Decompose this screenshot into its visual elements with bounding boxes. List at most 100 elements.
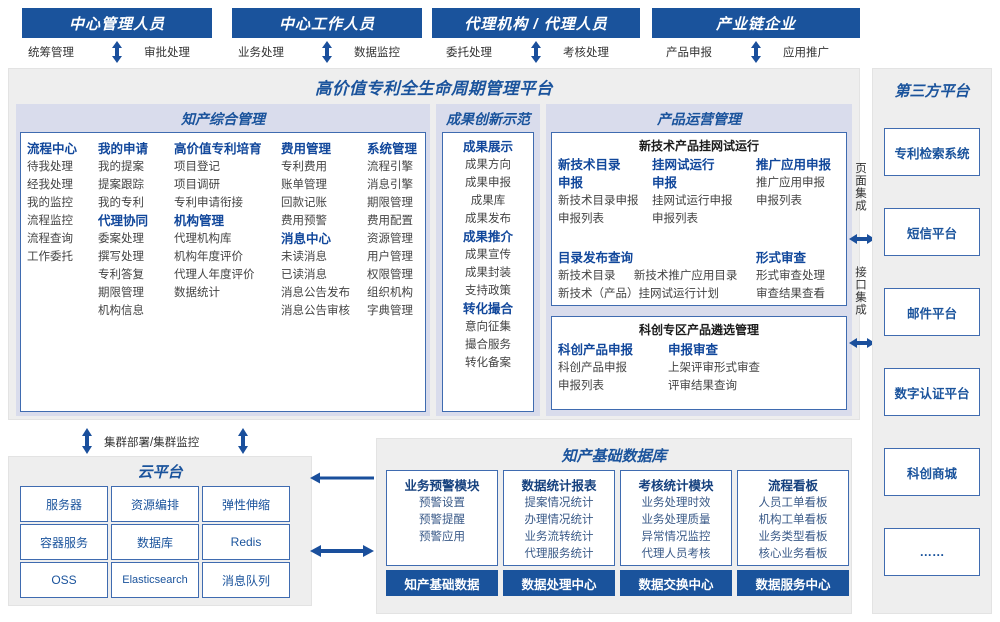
leaf-item[interactable]: 预警提醒	[419, 514, 465, 526]
group-head[interactable]: 费用管理	[281, 142, 332, 156]
group-head[interactable]: 系统管理	[367, 142, 418, 156]
db-footer[interactable]: 数据交换中心	[620, 570, 732, 596]
leaf-item[interactable]: 权限管理	[367, 269, 413, 281]
leaf-item[interactable]: 提案跟踪	[98, 179, 144, 191]
leaf-item[interactable]: 挂网试运行申报	[652, 195, 733, 207]
leaf-item[interactable]: 组织机构	[367, 287, 413, 299]
leaf-item[interactable]: 专利费用	[281, 161, 327, 173]
leaf-item[interactable]: 成果宣传	[465, 249, 511, 261]
cloud-cell[interactable]: Redis	[202, 524, 290, 560]
leaf-item[interactable]: 人员工单看板	[758, 497, 828, 509]
leaf-item[interactable]: 期限管理	[367, 197, 413, 209]
leaf-item[interactable]: 办理情况统计	[524, 514, 594, 526]
db-footer[interactable]: 数据服务中心	[737, 570, 849, 596]
cloud-cell[interactable]: 消息队列	[202, 562, 290, 598]
group-head[interactable]: 成果推介	[462, 230, 513, 244]
leaf-item[interactable]: 代理服务统计	[524, 548, 594, 560]
leaf-item[interactable]: 支持政策	[465, 285, 511, 297]
group-head[interactable]: 挂网试运行申报	[652, 158, 715, 190]
leaf-item[interactable]: 成果库	[470, 195, 506, 207]
group-head[interactable]: 成果展示	[462, 140, 513, 154]
leaf-item[interactable]: 业务处理质量	[641, 514, 711, 526]
leaf-item[interactable]: 撰写处理	[98, 251, 144, 263]
cloud-cell[interactable]: 容器服务	[20, 524, 108, 560]
third-party-item-4[interactable]: 科创商城	[884, 448, 980, 496]
leaf-item[interactable]: 消息引擎	[367, 179, 413, 191]
third-party-item-0[interactable]: 专利检索系统	[884, 128, 980, 176]
cloud-cell[interactable]: 资源编排	[111, 486, 199, 522]
leaf-item[interactable]: 机构工单看板	[758, 514, 828, 526]
leaf-item[interactable]: 核心业务看板	[758, 548, 828, 560]
leaf-item[interactable]: 我的专利	[98, 197, 144, 209]
cloud-cell[interactable]: Elasticsearch	[111, 562, 199, 598]
group-head[interactable]: 消息中心	[281, 232, 332, 246]
leaf-item[interactable]: 账单管理	[281, 179, 327, 191]
leaf-item[interactable]: 消息公告审核	[281, 305, 350, 317]
leaf-item[interactable]: 业务流转统计	[524, 531, 594, 543]
leaf-item[interactable]: 评审结果查询	[668, 380, 737, 392]
leaf-item[interactable]: 数据统计	[174, 287, 220, 299]
db-footer[interactable]: 数据处理中心	[503, 570, 615, 596]
leaf-item[interactable]: 回款记账	[281, 197, 327, 209]
leaf-item[interactable]: 费用预警	[281, 215, 327, 227]
actor-bar-1[interactable]: 中心管理人员	[22, 8, 212, 38]
leaf-item[interactable]: 我的提案	[98, 161, 144, 173]
group-head[interactable]: 流程中心	[27, 142, 78, 156]
leaf-item-a[interactable]: 新技术目录	[558, 270, 616, 282]
leaf-item[interactable]: 流程引擎	[367, 161, 413, 173]
leaf-item[interactable]: 未读消息	[281, 251, 327, 263]
group-head[interactable]: 我的申请	[98, 142, 149, 156]
leaf-item[interactable]: 新技术（产品）挂网试运行计划	[558, 288, 719, 300]
leaf-item[interactable]: 代理人年度评价	[174, 269, 255, 281]
leaf-item[interactable]: 业务处理时效	[641, 497, 711, 509]
leaf-item[interactable]: 申报列表	[558, 213, 604, 225]
leaf-item[interactable]: 流程查询	[27, 233, 73, 245]
leaf-item[interactable]: 形式审查处理	[756, 270, 825, 282]
cloud-cell[interactable]: 数据库	[111, 524, 199, 560]
group-head[interactable]: 高价值专利培育	[174, 142, 262, 156]
leaf-item[interactable]: 资源管理	[367, 233, 413, 245]
group-head[interactable]: 申报审查	[668, 343, 719, 357]
leaf-item[interactable]: 成果申报	[465, 177, 511, 189]
group-head[interactable]: 转化撮合	[462, 302, 513, 316]
leaf-item[interactable]: 预警设置	[419, 497, 465, 509]
leaf-item[interactable]: 委案处理	[98, 233, 144, 245]
cloud-cell[interactable]: 服务器	[20, 486, 108, 522]
leaf-item[interactable]: 期限管理	[98, 287, 144, 299]
leaf-item[interactable]: 业务类型看板	[758, 531, 828, 543]
third-party-item-3[interactable]: 数字认证平台	[884, 368, 980, 416]
leaf-item[interactable]: 项目调研	[174, 179, 220, 191]
cloud-cell[interactable]: 弹性伸缩	[202, 486, 290, 522]
db-footer[interactable]: 知产基础数据	[386, 570, 498, 596]
leaf-item-b[interactable]: 新技术推广应用目录	[633, 270, 738, 282]
leaf-item[interactable]: 成果方向	[465, 159, 511, 171]
leaf-item[interactable]: 转化备案	[465, 357, 511, 369]
group-head[interactable]: 形式审查	[756, 251, 807, 265]
actor-bar-2[interactable]: 中心工作人员	[232, 8, 422, 38]
leaf-item[interactable]: 代理人员考核	[641, 548, 711, 560]
db-column-head[interactable]: 流程看板	[767, 479, 818, 493]
third-party-item-5[interactable]: ……	[884, 528, 980, 576]
leaf-item[interactable]: 消息公告发布	[281, 287, 350, 299]
leaf-item[interactable]: 申报列表	[652, 213, 698, 225]
leaf-item[interactable]: 科创产品申报	[558, 362, 627, 374]
actor-bar-4[interactable]: 产业链企业	[652, 8, 860, 38]
leaf-item[interactable]: 费用配置	[367, 215, 413, 227]
leaf-item[interactable]: 专利答复	[98, 269, 144, 281]
actor-bar-3[interactable]: 代理机构 / 代理人员	[432, 8, 640, 38]
leaf-item[interactable]: 项目登记	[174, 161, 220, 173]
third-party-item-2[interactable]: 邮件平台	[884, 288, 980, 336]
leaf-item[interactable]: 机构信息	[98, 305, 144, 317]
leaf-item[interactable]: 审查结果查看	[756, 288, 825, 300]
leaf-item[interactable]: 成果封装	[465, 267, 511, 279]
group-head[interactable]: 代理协同	[98, 214, 149, 228]
leaf-item[interactable]: 申报列表	[558, 380, 604, 392]
third-party-item-1[interactable]: 短信平台	[884, 208, 980, 256]
leaf-item[interactable]: 推广应用申报	[756, 177, 825, 189]
leaf-item[interactable]: 机构年度评价	[174, 251, 243, 263]
leaf-item[interactable]: 我的监控	[27, 197, 73, 209]
leaf-item[interactable]: 专利申请衔接	[174, 197, 243, 209]
leaf-item[interactable]: 新技术目录 新技术推广应用目录	[558, 267, 748, 285]
leaf-item[interactable]: 待我处理	[27, 161, 73, 173]
leaf-item[interactable]: 异常情况监控	[641, 531, 711, 543]
